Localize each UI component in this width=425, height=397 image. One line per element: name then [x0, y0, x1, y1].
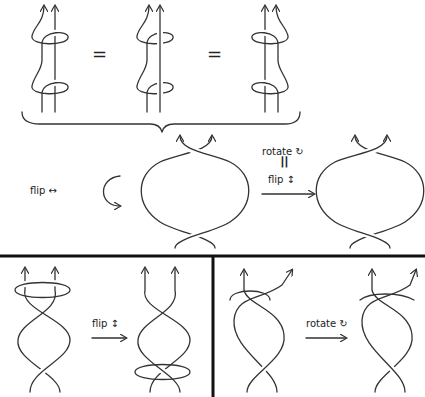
strand [175, 136, 249, 248]
strand [264, 6, 265, 112]
strand [159, 6, 160, 112]
knot-figure [230, 270, 292, 392]
loop [135, 365, 190, 380]
clasp-figure [137, 6, 173, 112]
clasp-figure [252, 6, 288, 112]
strand-gap [15, 283, 70, 291]
strand [54, 6, 55, 112]
strand [138, 268, 180, 392]
flip-symbol [104, 176, 121, 206]
clasp-figure [32, 6, 68, 112]
loop [230, 291, 270, 300]
loop [360, 294, 414, 300]
move-label: flip ↔ [30, 185, 57, 196]
arrow [92, 337, 126, 338]
arrow [306, 337, 346, 338]
move-label: flip ↕ [92, 318, 119, 329]
arrow [262, 193, 314, 194]
strand-gap [247, 335, 284, 392]
twist-figure [141, 136, 249, 248]
strand [137, 6, 173, 112]
knot-figure [15, 268, 70, 392]
strand-gap [362, 320, 405, 392]
equals-sign: = [207, 44, 222, 64]
strand [362, 270, 416, 392]
knot-figure [135, 268, 190, 392]
strand [244, 270, 284, 392]
strand [234, 270, 292, 392]
move-label: flip ↕ [268, 174, 295, 185]
brace [22, 112, 300, 132]
twist-figure [316, 136, 424, 248]
strand [32, 6, 68, 112]
strand [316, 136, 390, 248]
equals-sign: = [276, 154, 296, 169]
move-label: rotate ↻ [306, 318, 348, 329]
divider [212, 256, 215, 397]
strand [252, 6, 288, 112]
knot-figure [360, 270, 416, 392]
strand-gap [335, 140, 390, 248]
loop [15, 283, 70, 298]
strand-gap [175, 140, 230, 248]
equals-sign: = [92, 44, 107, 64]
